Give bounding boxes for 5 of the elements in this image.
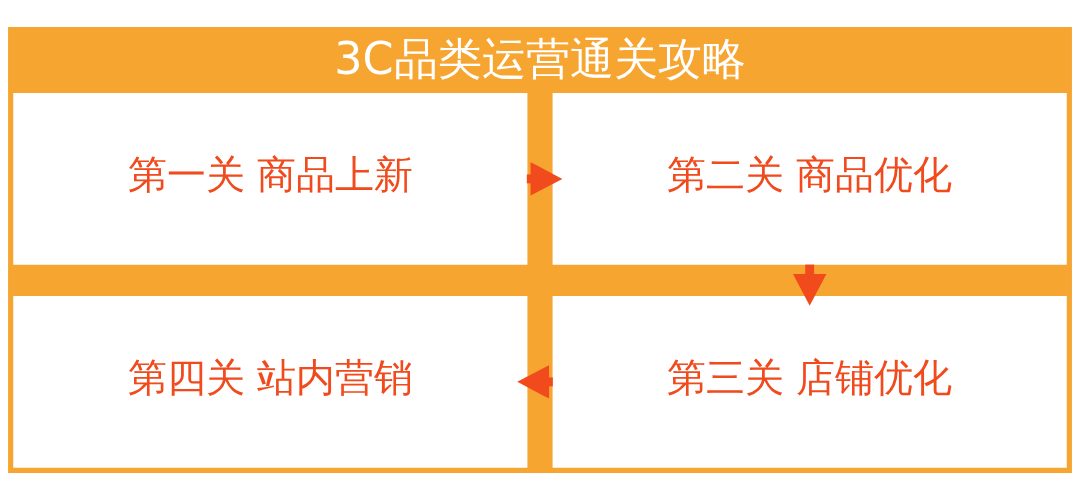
node-box: 第四关 站内营销 xyxy=(13,295,528,468)
node-box: 第一关 商品上新 xyxy=(13,92,528,265)
node-box: 第二关 商品优化 xyxy=(552,92,1067,265)
node-box: 第三关 店铺优化 xyxy=(552,295,1067,468)
diagram-title: 3C品类运营通关攻略 xyxy=(334,32,746,84)
